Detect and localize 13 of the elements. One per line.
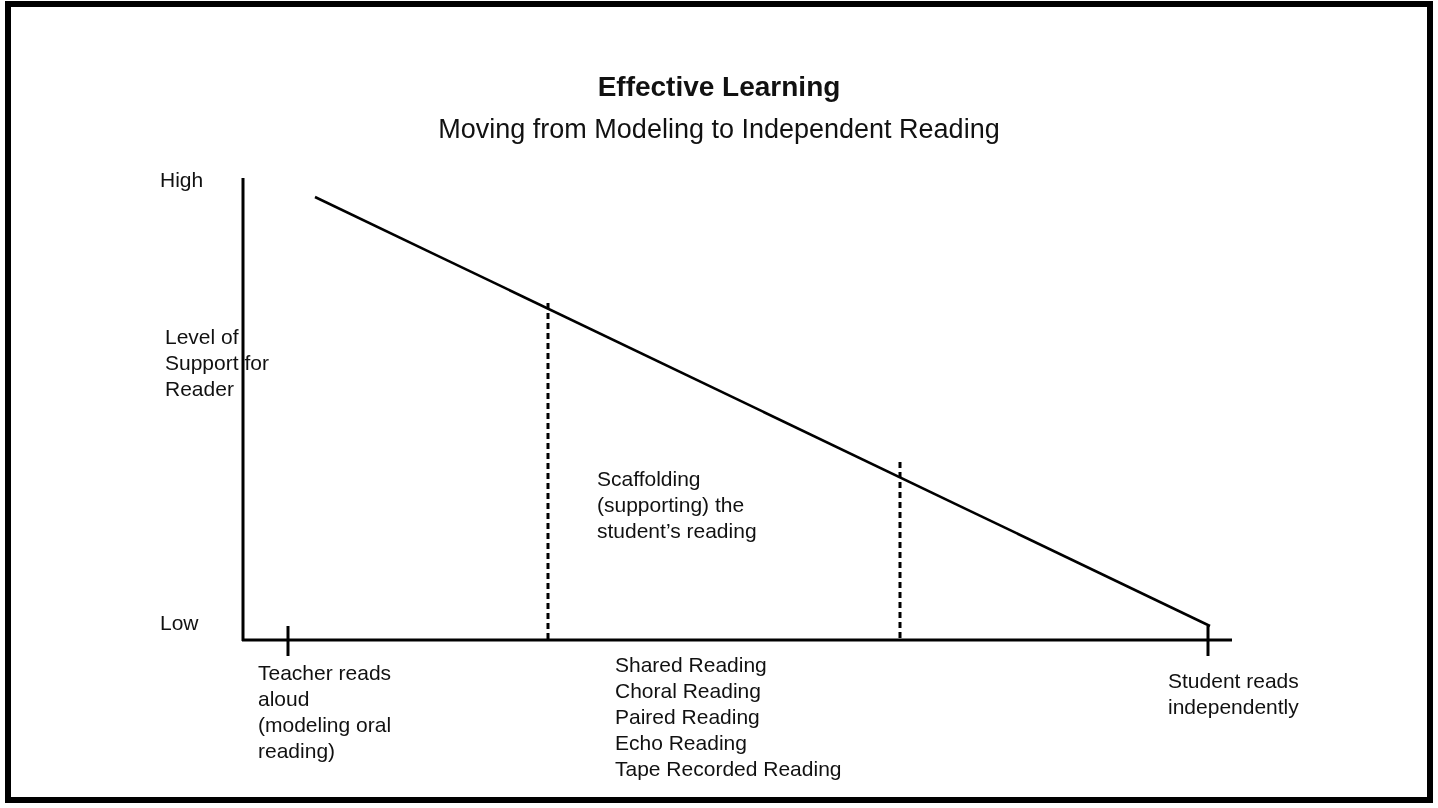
axis-label: Low — [160, 610, 199, 636]
list-item: Choral Reading — [615, 678, 761, 704]
axis-label: Level of Support for Reader — [165, 324, 270, 402]
annotation: Scaffolding (supporting) the student’s reading — [597, 466, 758, 544]
tick-label: Teacher reads aloud (modeling oral reading) — [258, 660, 393, 764]
title: Effective Learning — [596, 70, 842, 104]
list-item: Shared Reading — [615, 652, 767, 678]
list-item: Paired Reading — [615, 704, 760, 730]
subtitle: Moving from Modeling to Independent Reading — [437, 113, 1001, 146]
list-item: Tape Recorded Reading — [615, 756, 842, 782]
axis-label: High — [160, 167, 204, 193]
list-item: Echo Reading — [615, 730, 747, 756]
tick-label: Student reads independently — [1168, 668, 1300, 720]
